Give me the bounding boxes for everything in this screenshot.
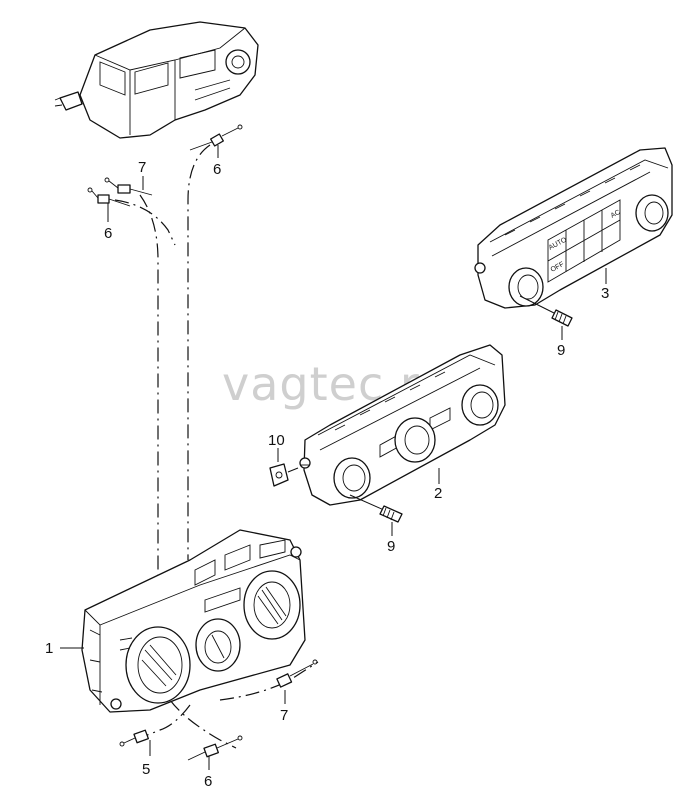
control-unit-climatic [299, 344, 506, 506]
callout-10: 10 [268, 432, 285, 449]
callout-7-top: 7 [138, 159, 146, 176]
clip-nut [269, 463, 299, 487]
control-unit-manual [81, 529, 306, 713]
cable-clip-bottom-left [119, 729, 149, 747]
callout-6-left: 6 [104, 225, 112, 242]
cable-clip-right [276, 659, 318, 688]
screw-lower [349, 494, 403, 523]
heater-box [54, 21, 259, 139]
callout-1: 1 [45, 640, 53, 657]
callout-3: 3 [601, 285, 609, 302]
callout-2: 2 [434, 485, 442, 502]
cable-clip-left [87, 187, 131, 207]
callout-9-upper: 9 [557, 342, 565, 359]
callout-7-bottom: 7 [280, 707, 288, 724]
callout-5: 5 [142, 761, 150, 778]
ac-button-label: AC [610, 209, 622, 220]
cable-clip-bottom [187, 735, 243, 761]
callout-6-top: 6 [213, 161, 221, 178]
screw-upper [519, 295, 573, 327]
callout-9-lower: 9 [387, 538, 395, 555]
control-unit-climatronic: AUTO OFF AC [474, 147, 673, 309]
cable-clip-top [189, 124, 243, 151]
cable-clip-upper-left [104, 177, 153, 196]
control-cables [114, 144, 319, 749]
callout-6-bottom: 6 [204, 773, 212, 790]
